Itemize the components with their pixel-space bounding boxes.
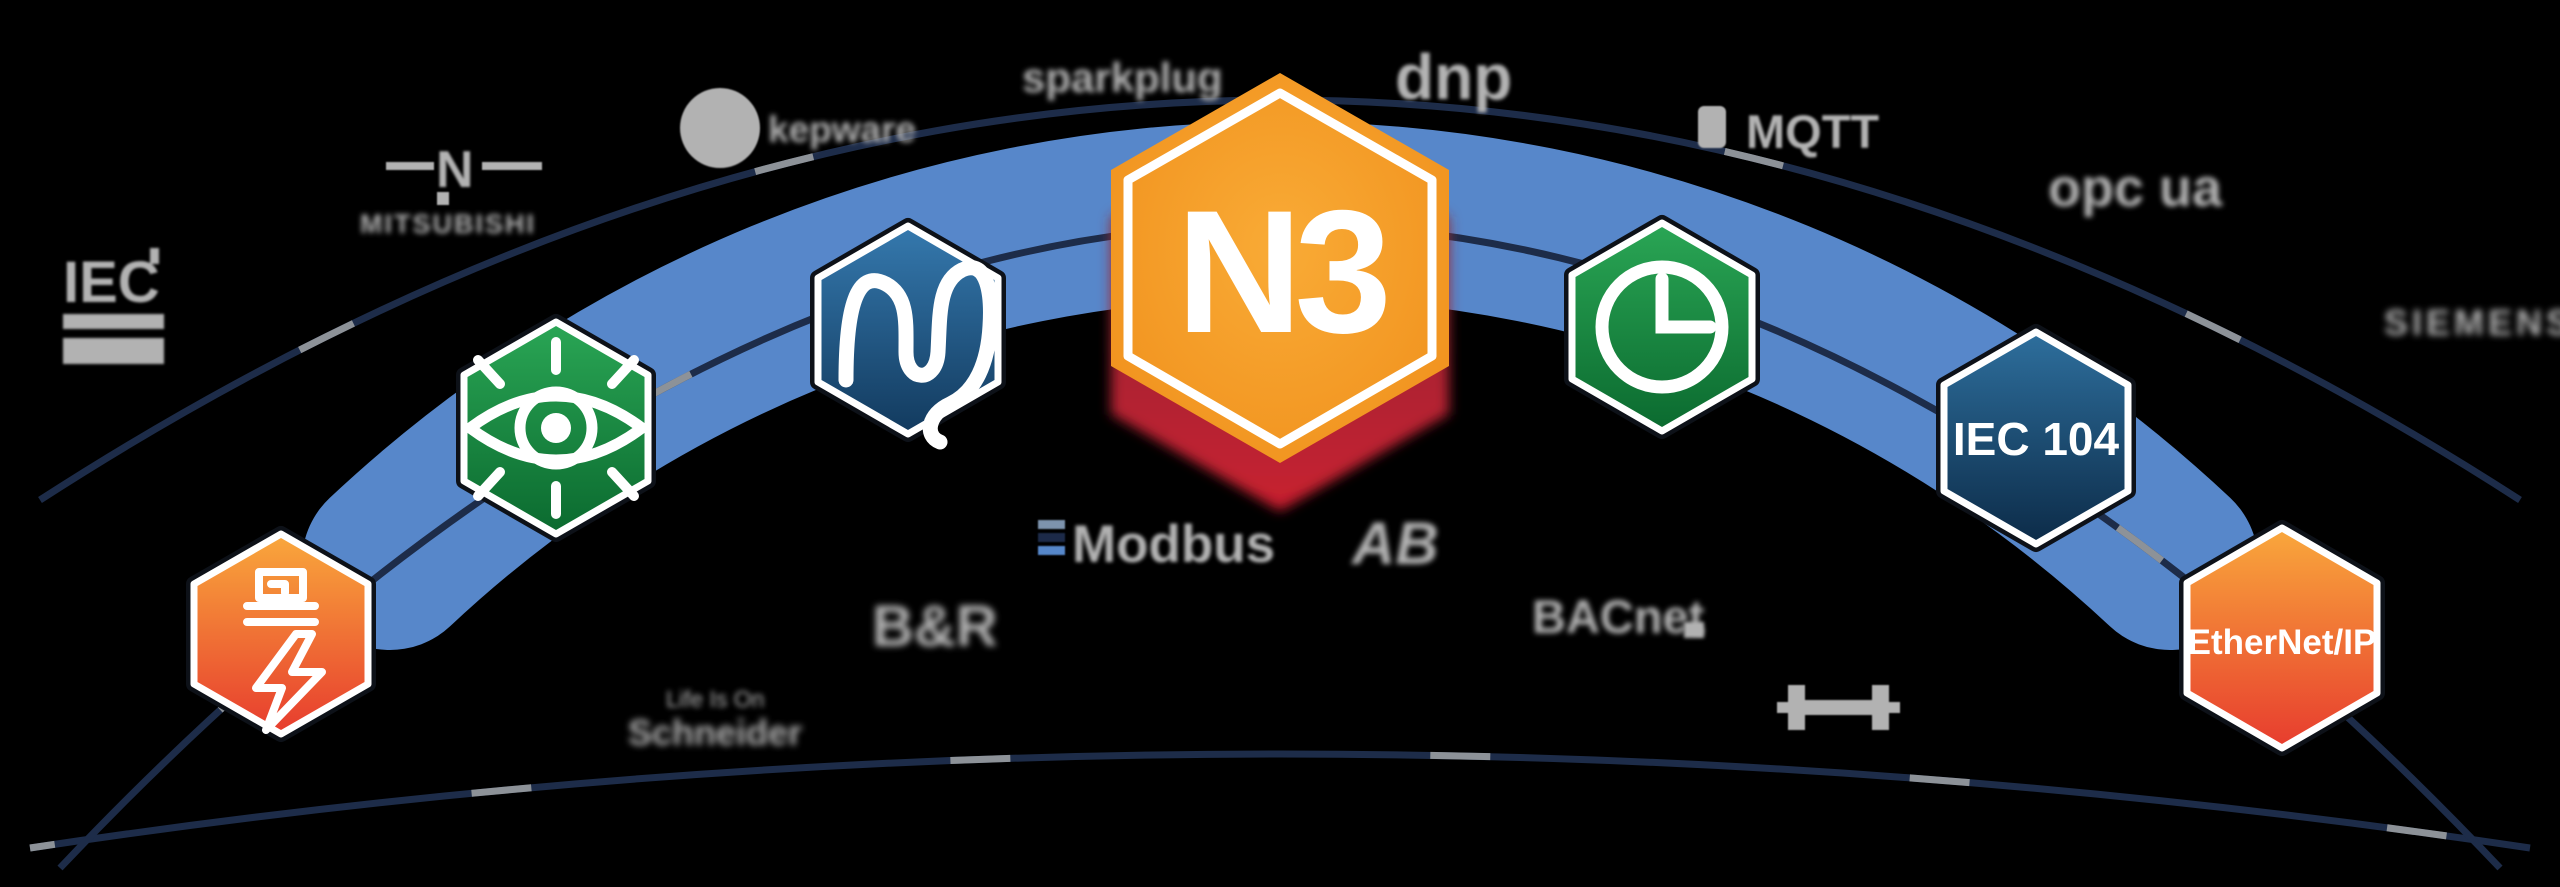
logo-siemens: SIEMENS: [2384, 302, 2560, 343]
logo-sparkplug: sparkplug: [1022, 54, 1223, 101]
modbus-stripe-1: [1038, 520, 1065, 529]
ethernet-ip-module-hexagon: EtherNet/IP: [2179, 520, 2385, 756]
logo-bacnet: BACnet: [1532, 590, 1705, 643]
bacnet-text: BACnet: [1532, 590, 1705, 643]
iec-104-label: IEC 104: [1953, 413, 2120, 465]
n3-hex-body: [1111, 73, 1449, 463]
module-connection-gray-dashes: [57, 220, 2503, 871]
logo-allen-bradley: AB: [1350, 510, 1439, 577]
clock-icon: [1595, 260, 1729, 394]
logo-b-and-r: B&R: [872, 594, 998, 659]
spark-plug-bolt-icon: [243, 568, 326, 734]
fieldbus-terminator-right: [1872, 685, 1889, 730]
schneider-text: Schneider: [628, 712, 802, 753]
mqtt-text: MQTT: [1746, 105, 1879, 158]
sparkplug-hex-body: [190, 530, 372, 738]
fieldbus-icon: [1777, 685, 1900, 730]
sparkplug-module-hexagon: [186, 526, 376, 742]
fieldbus-terminator-left: [1788, 685, 1805, 730]
n3-hex-inner-border: [1123, 88, 1437, 449]
web-vision-module-hexagon: [456, 314, 656, 542]
logo-iec-61850: IEC: [63, 248, 164, 364]
eye-icon: [460, 337, 652, 519]
n3-center-hexagon: N3: [1111, 73, 1449, 511]
n-symbol-stub: [437, 192, 449, 205]
coil-m-icon: [838, 260, 998, 450]
iec-61850-tick: [150, 248, 159, 264]
logo-mqtt: MQTT: [1698, 105, 1879, 158]
iec-104-hex-body: [1940, 328, 2132, 548]
bacnet-reg-mark: [1684, 622, 1704, 638]
fieldbus-nub-right: [1889, 702, 1900, 713]
ethernet-ip-label: EtherNet/IP: [2188, 623, 2377, 662]
modbus-text: Modbus: [1072, 515, 1275, 574]
schneider-tagline: Life Is On: [666, 686, 764, 712]
ethernet-ip-hex-body: [2183, 524, 2381, 752]
n-symbol-letter: N: [436, 141, 474, 199]
n-symbol-right-line: [482, 162, 542, 170]
modbus-stripe-3: [1038, 546, 1065, 555]
historian-module-hexagon: [1564, 215, 1760, 439]
coil-module-hexagon: [810, 218, 1006, 450]
logo-modbus: Modbus: [1038, 515, 1275, 574]
iec-61850-subline-2: [63, 338, 164, 364]
logo-dnp3: dnp: [1395, 41, 1512, 113]
logo-n-symbol: N MITSUBISHI: [360, 141, 542, 239]
logo-schneider: Life Is On Schneider: [628, 686, 802, 753]
iec-61850-text: IEC: [63, 250, 160, 315]
kepware-text: kepware: [768, 109, 916, 150]
logo-kepware: kepware: [680, 88, 916, 168]
logo-opc-ua: opc ua: [2048, 158, 2223, 218]
n3-logo-text: N3: [1176, 175, 1385, 370]
mqtt-icon: [1698, 106, 1726, 148]
iec-61850-subline-1: [63, 314, 164, 329]
bottom-arc-line: [29, 750, 2531, 852]
fieldbus-nub-left: [1777, 702, 1788, 713]
n-symbol-caption: MITSUBISHI: [360, 209, 536, 239]
n-symbol-left-line: [386, 162, 434, 170]
kepware-circle-icon: [680, 88, 760, 168]
iec-104-module-hexagon: IEC 104: [1936, 324, 2136, 552]
fieldbus-bus-line: [1805, 700, 1872, 715]
modbus-stripe-2: [1038, 533, 1065, 542]
